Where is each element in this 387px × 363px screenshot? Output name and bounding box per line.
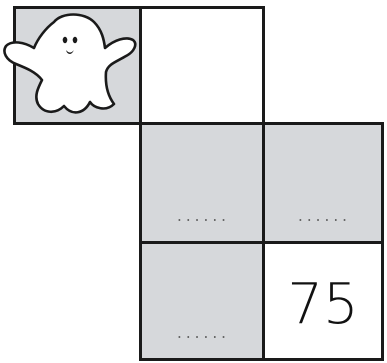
grid-cell-number: 75 xyxy=(262,241,384,361)
ghost-icon xyxy=(2,10,138,120)
grid-cell-answer-2: ...... xyxy=(262,122,384,244)
answer-blank: ...... xyxy=(142,210,262,225)
grid-cell-answer-3: ...... xyxy=(139,241,265,361)
grid-cell-answer-1: ...... xyxy=(139,122,265,244)
given-number: 75 xyxy=(265,244,381,358)
answer-blank: ...... xyxy=(142,327,262,342)
grid-cell-empty xyxy=(139,6,265,125)
answer-blank: ...... xyxy=(265,210,381,225)
